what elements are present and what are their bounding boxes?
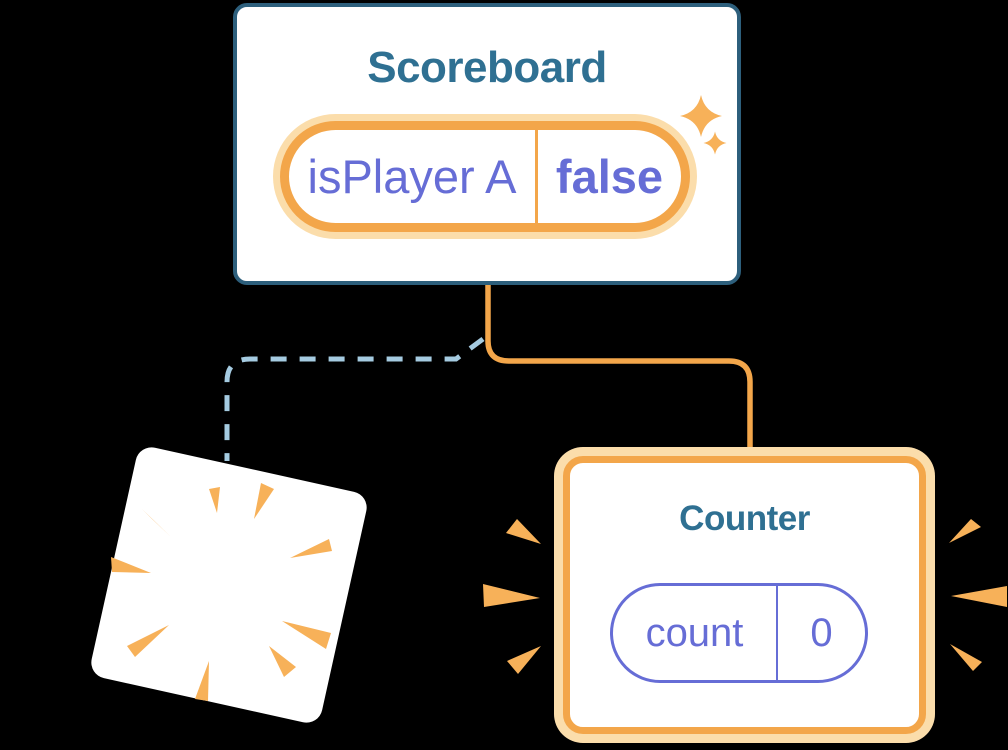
scoreboard-card: Scoreboard isPlayer A false bbox=[233, 3, 741, 285]
sparkles-icon bbox=[680, 95, 727, 155]
destroyed-card bbox=[91, 447, 367, 723]
scoreboard-title: Scoreboard bbox=[367, 43, 607, 92]
counter-card: Counter count 0 bbox=[563, 456, 926, 734]
poof-burst-icon bbox=[111, 483, 332, 701]
scoreboard-state-pill: isPlayer A false bbox=[280, 121, 690, 232]
state-value: false bbox=[555, 150, 664, 203]
state-key: count bbox=[645, 610, 744, 655]
emphasis-rays-left-icon bbox=[483, 519, 541, 674]
pill-divider bbox=[535, 130, 538, 223]
connector-dashed-line bbox=[224, 336, 485, 461]
counter-state-pill: count 0 bbox=[610, 583, 868, 683]
counter-title: Counter bbox=[679, 499, 810, 538]
state-key: isPlayer A bbox=[307, 150, 517, 203]
connector-solid-line bbox=[485, 280, 753, 458]
pill-divider bbox=[776, 586, 778, 680]
state-value: 0 bbox=[810, 610, 833, 655]
emphasis-rays-right-icon bbox=[949, 519, 1007, 671]
